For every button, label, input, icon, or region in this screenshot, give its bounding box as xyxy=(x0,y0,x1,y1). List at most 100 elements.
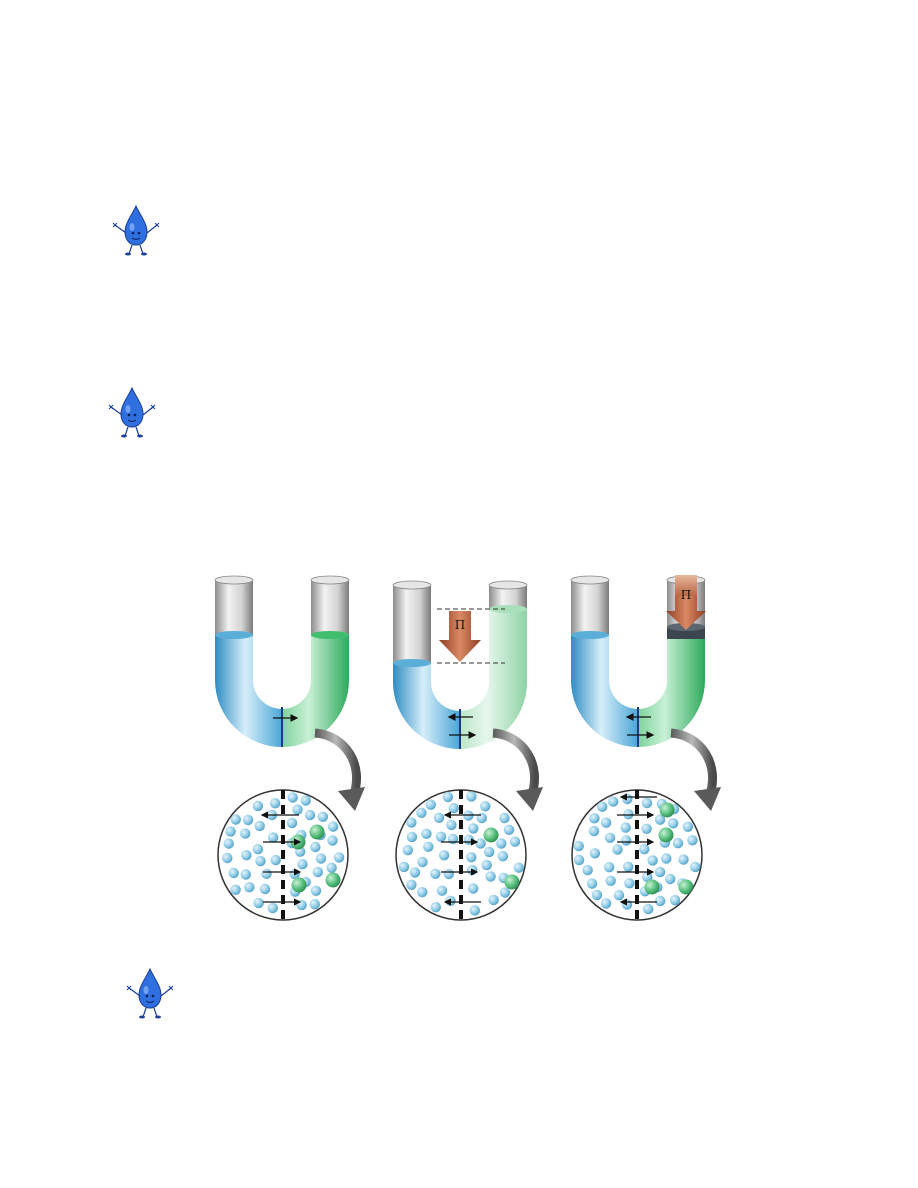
solvent-particle xyxy=(613,890,625,901)
solvent-particle xyxy=(270,854,281,866)
solvent-particle xyxy=(269,798,281,809)
solvent-particle xyxy=(588,825,600,837)
solute-particle xyxy=(644,879,660,895)
solvent-particle xyxy=(443,868,454,880)
solvent-particle xyxy=(654,814,666,825)
solvent-particle xyxy=(597,801,608,812)
panel-2-pi-label: Π xyxy=(455,618,465,632)
panel-3-magnified-view xyxy=(571,789,703,921)
solvent-particle xyxy=(430,868,441,879)
solvent-particle xyxy=(476,812,487,824)
solvent-particle xyxy=(438,850,450,861)
solvent-particle xyxy=(647,855,658,866)
solvent-particle xyxy=(604,832,616,843)
solvent-particle xyxy=(496,838,507,849)
solvent-particle xyxy=(430,902,441,913)
solvent-particle xyxy=(509,836,521,847)
solvent-particle xyxy=(261,868,272,879)
solvent-particle xyxy=(435,831,447,842)
solvent-particle xyxy=(417,856,428,868)
solvent-particle xyxy=(499,887,511,898)
solvent-particle xyxy=(623,809,634,820)
solvent-particle xyxy=(402,845,413,856)
solvent-particle xyxy=(421,828,432,839)
solvent-particle xyxy=(241,850,252,861)
solvent-particle xyxy=(304,809,316,821)
solvent-particle xyxy=(310,841,321,853)
solvent-particle xyxy=(463,834,475,845)
solvent-particle xyxy=(582,864,593,876)
solvent-particle xyxy=(623,861,634,872)
solvent-particle xyxy=(589,848,601,859)
solvent-particle xyxy=(488,894,499,906)
solvent-particle xyxy=(406,817,417,828)
solvent-particle xyxy=(409,867,421,878)
solvent-particle xyxy=(417,887,428,898)
solute-particle xyxy=(325,872,341,888)
solvent-particle xyxy=(687,835,698,846)
solvent-particle xyxy=(445,895,456,906)
solvent-particle xyxy=(240,869,251,880)
solvent-particle xyxy=(447,833,459,845)
solute-particle xyxy=(483,827,499,843)
solvent-particle xyxy=(326,862,337,873)
solvent-particle xyxy=(503,824,515,835)
solvent-particle xyxy=(513,862,524,873)
solvent-particle xyxy=(287,792,298,803)
solvent-particle xyxy=(297,859,308,870)
solvent-particle xyxy=(497,851,509,862)
solute-particle xyxy=(291,877,307,893)
panel-2-u-tube: Π xyxy=(392,580,543,811)
solvent-particle xyxy=(223,838,234,849)
solvent-particle xyxy=(267,832,279,843)
solvent-particle xyxy=(475,838,486,849)
panel-3-pi-label: Π xyxy=(681,588,691,602)
solvent-particle xyxy=(654,866,666,878)
solvent-particle xyxy=(600,898,612,909)
solvent-particle xyxy=(668,818,679,829)
solvent-particle xyxy=(312,866,323,878)
panel-2-magnified-view xyxy=(395,789,527,921)
osmosis-figure: Π Π xyxy=(205,565,725,935)
mascot-3 xyxy=(124,966,176,1024)
solvent-particle xyxy=(225,826,236,837)
solvent-particle xyxy=(242,814,254,826)
osmosis-diagram: Π Π xyxy=(214,575,721,921)
solvent-particle xyxy=(672,838,684,849)
solvent-particle xyxy=(406,879,417,890)
solvent-particle xyxy=(591,889,603,901)
solvent-particle xyxy=(466,864,478,876)
panel-1-magnified-view xyxy=(217,789,349,921)
solvent-particle xyxy=(230,814,241,825)
solvent-particle xyxy=(678,854,689,865)
solvent-particle xyxy=(406,831,418,843)
solvent-particle xyxy=(315,853,327,864)
solvent-particle xyxy=(655,895,666,907)
solvent-particle xyxy=(573,840,584,852)
solvent-particle xyxy=(639,844,650,855)
solvent-particle xyxy=(433,812,445,823)
solvent-particle xyxy=(586,878,598,889)
solvent-particle xyxy=(621,899,633,910)
solvent-particle xyxy=(641,823,652,834)
mascot-1 xyxy=(110,203,162,261)
water-drop-mascot-icon xyxy=(126,967,174,1019)
solvent-particle xyxy=(690,861,701,873)
solvent-particle xyxy=(612,844,623,855)
solute-particle xyxy=(659,802,675,818)
solute-particle xyxy=(658,827,674,843)
solute-particle xyxy=(309,824,325,840)
solvent-particle xyxy=(622,793,633,805)
solvent-particle xyxy=(484,846,495,858)
solvent-particle xyxy=(669,895,681,906)
solvent-particle xyxy=(621,835,632,846)
solvent-particle xyxy=(252,800,264,812)
solvent-particle xyxy=(327,835,338,846)
solvent-particle xyxy=(665,873,676,885)
solvent-particle xyxy=(255,855,266,867)
solvent-particle xyxy=(252,844,264,855)
solvent-particle xyxy=(286,817,298,829)
solvent-particle xyxy=(222,852,233,864)
solvent-particle xyxy=(267,902,278,914)
solvent-particle xyxy=(416,807,427,818)
